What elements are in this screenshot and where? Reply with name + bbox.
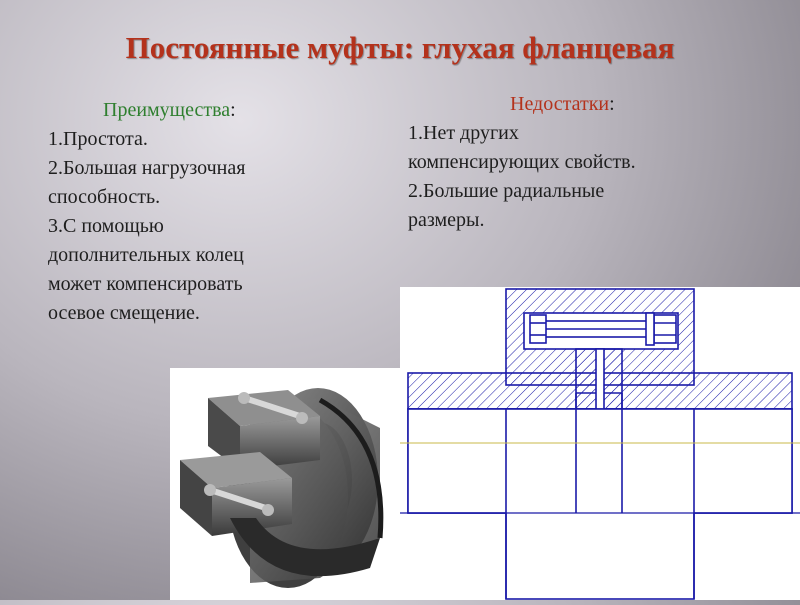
disadvantages-column: Недостатки: 1.Нет других компенсирующих …: [408, 90, 738, 235]
advantages-item: 1.Простота.: [48, 128, 148, 150]
coupling-3d-svg: [180, 388, 384, 588]
disadvantages-item: 2.Большие радиальные: [408, 180, 605, 202]
advantages-item: 3.С помощью: [48, 215, 164, 237]
disadvantages-heading-row: Недостатки:: [408, 90, 738, 119]
disadvantages-item: компенсирующих свойств.: [408, 151, 636, 173]
coupling-3d-image: [170, 368, 402, 600]
slide-title: Постоянные муфты: глухая фланцевая: [125, 30, 675, 65]
section-drawing-svg: [400, 288, 800, 600]
disadvantages-colon: :: [609, 93, 615, 115]
advantages-item: способность.: [48, 186, 161, 208]
coupling-section-drawing: [400, 287, 800, 600]
advantages-item: осевое смещение.: [48, 302, 200, 324]
disadvantages-item: 1.Нет других: [408, 122, 519, 144]
bolt-lower: [204, 484, 274, 516]
advantages-colon: :: [230, 99, 236, 121]
advantages-heading: Преимущества: [103, 99, 231, 121]
advantages-column: Преимущества: 1.Простота. 2.Большая нагр…: [48, 96, 348, 328]
disadvantages-item: размеры.: [408, 209, 485, 231]
advantages-item: дополнительных колец: [48, 244, 244, 266]
bolt-upper: [238, 392, 308, 424]
advantages-item: может компенсировать: [48, 273, 243, 295]
advantages-heading-row: Преимущества:: [48, 96, 348, 125]
advantages-item: 2.Большая нагрузочная: [48, 157, 246, 179]
disadvantages-heading: Недостатки: [510, 93, 610, 115]
